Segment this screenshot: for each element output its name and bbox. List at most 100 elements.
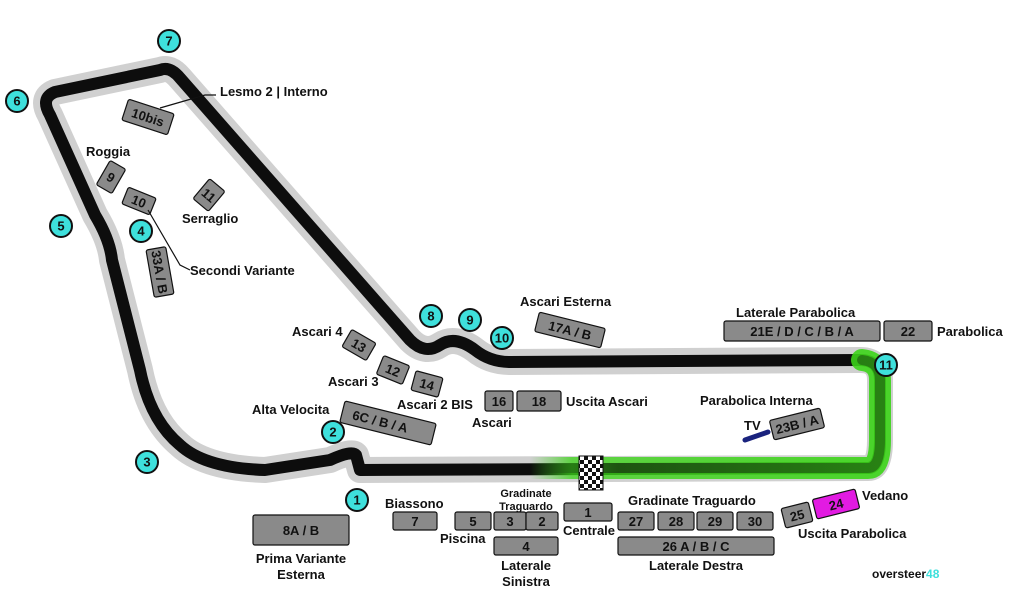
stand-label: 3 — [506, 514, 513, 529]
brand-part1: oversteer — [872, 567, 926, 581]
stand-label: 16 — [492, 394, 506, 409]
stand-22[interactable]: 22 — [883, 320, 933, 342]
turn-marker-1: 1 — [345, 488, 369, 512]
stand-33ab[interactable]: 33A / B — [145, 246, 175, 298]
turn-marker-2: 2 — [321, 420, 345, 444]
turn-circle — [49, 214, 73, 238]
label-uscita-parabolica: Uscita Parabolica — [798, 526, 907, 541]
stand-25[interactable]: 25 — [780, 501, 814, 529]
turn-number: 9 — [466, 313, 473, 328]
turn-circle — [458, 308, 482, 332]
turn-number: 5 — [57, 219, 64, 234]
turn-circle — [345, 488, 369, 512]
label-centrale: Centrale — [563, 523, 615, 538]
turn-circle — [419, 304, 443, 328]
stand-label: 28 — [669, 514, 683, 529]
label-roggia: Roggia — [86, 144, 131, 159]
turn-circle — [135, 450, 159, 474]
label-laterale-parabolica: Laterale Parabolica — [736, 305, 856, 320]
label-tv: TV — [744, 418, 761, 433]
stand-12[interactable]: 12 — [376, 355, 410, 385]
label-esterna: Esterna — [277, 567, 325, 582]
stand-label: 5 — [469, 514, 476, 529]
label-traguardo-small: Traguardo — [499, 501, 553, 513]
stand-10bis[interactable]: 10bis — [121, 99, 175, 135]
label-lesmo: Lesmo 2 | Interno — [220, 84, 328, 99]
turn-circle — [321, 420, 345, 444]
stand-27[interactable]: 27 — [617, 511, 655, 531]
finish-line-flag — [578, 455, 604, 491]
turn-circle — [129, 219, 153, 243]
stand-26abc[interactable]: 26 A / B / C — [617, 536, 775, 556]
turn-marker-10: 10 — [490, 326, 514, 350]
stand-13[interactable]: 13 — [342, 329, 376, 361]
label-gradinate-small: Gradinate — [500, 488, 551, 500]
stand-label: 27 — [629, 514, 643, 529]
stand-28[interactable]: 28 — [657, 511, 695, 531]
label-ascari-3: Ascari 3 — [328, 374, 379, 389]
labels: Lesmo 2 | Interno Roggia Serraglio Secon… — [86, 84, 1004, 589]
grandstands: 10bis 9 10 11 33A / B 13 12 14 — [96, 99, 933, 556]
stand-18[interactable]: 18 — [516, 390, 562, 412]
stand-4[interactable]: 4 — [493, 536, 559, 556]
tv-marker — [742, 429, 771, 443]
stand-24[interactable]: 24 — [812, 488, 860, 520]
stand-16[interactable]: 16 — [484, 390, 514, 412]
turn-number: 4 — [137, 224, 145, 239]
stand-29[interactable]: 29 — [696, 511, 734, 531]
label-prima-variante: Prima Variante — [256, 551, 346, 566]
stand-label: 13 — [349, 335, 369, 355]
stand-21[interactable]: 21E / D / C / B / A — [723, 320, 881, 342]
turn-marker-3: 3 — [135, 450, 159, 474]
turn-number: 2 — [329, 425, 336, 440]
stand-8ab[interactable]: 8A / B — [252, 514, 350, 546]
turn-marker-7: 7 — [157, 29, 181, 53]
label-ascari-esterna: Ascari Esterna — [520, 294, 612, 309]
stand-label: 4 — [522, 539, 530, 554]
label-ascari-2-bis: Ascari 2 BIS — [397, 397, 473, 412]
stand-23ba[interactable]: 23B / A — [769, 407, 825, 441]
turn-marker-11: 11 — [874, 353, 898, 377]
stand-3[interactable]: 3 — [493, 511, 527, 531]
stand-9[interactable]: 9 — [96, 160, 126, 194]
stand-17ab[interactable]: 17A / B — [534, 311, 606, 349]
label-alta-velocita: Alta Velocita — [252, 402, 330, 417]
stand-label: 22 — [901, 324, 915, 339]
turn-number: 8 — [427, 309, 434, 324]
stand-11[interactable]: 11 — [193, 178, 225, 212]
brand-logo: oversteer48 — [872, 567, 940, 581]
stand-label: 2 — [538, 514, 545, 529]
label-laterale: Laterale — [501, 558, 551, 573]
stand-label: 33A / B — [148, 249, 170, 295]
drs-zone — [519, 349, 891, 479]
label-parabolica: Parabolica — [937, 324, 1004, 339]
turn-marker-4: 4 — [129, 219, 153, 243]
track — [33, 56, 893, 491]
turn-circle — [5, 89, 29, 113]
turn-number: 3 — [143, 455, 150, 470]
stand-5[interactable]: 5 — [454, 511, 492, 531]
label-ascari: Ascari — [472, 415, 512, 430]
stand-label: 30 — [748, 514, 762, 529]
stand-1[interactable]: 1 — [563, 502, 613, 522]
drs-zone-core — [525, 355, 885, 473]
stand-2[interactable]: 2 — [525, 511, 559, 531]
brand-part2: 48 — [926, 567, 940, 581]
stand-10[interactable]: 10 — [121, 187, 157, 215]
label-laterale-destra: Laterale Destra — [649, 558, 744, 573]
label-serraglio: Serraglio — [182, 211, 238, 226]
turn-marker-6: 6 — [5, 89, 29, 113]
turn-number: 6 — [13, 94, 20, 109]
stand-label: 1 — [584, 505, 591, 520]
turn-circle — [157, 29, 181, 53]
leader-lines — [147, 94, 216, 271]
label-secondi-variante: Secondi Variante — [190, 263, 295, 278]
stand-label: 10 — [129, 192, 148, 211]
label-biassono: Biassono — [385, 496, 444, 511]
stand-14[interactable]: 14 — [410, 370, 444, 398]
stand-7[interactable]: 7 — [392, 511, 438, 531]
turn-number: 7 — [165, 34, 172, 49]
stand-30[interactable]: 30 — [736, 511, 774, 531]
